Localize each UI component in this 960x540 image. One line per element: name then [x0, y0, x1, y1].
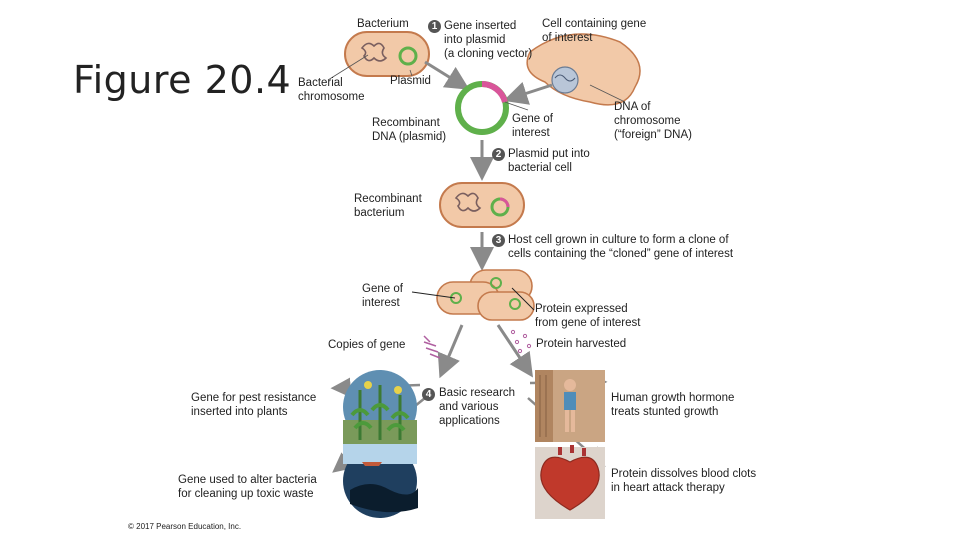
label-bacterial-chromosome: Bacterial chromosome: [298, 77, 365, 103]
label-recombinant-dna: Recombinant DNA (plasmid): [372, 117, 447, 143]
protein-dots-icon: [510, 329, 532, 354]
clone-cells: [436, 269, 535, 321]
label-alter-bacteria: Gene used to alter bacteria for cleaning…: [178, 474, 317, 500]
step-2-group: 2: [492, 146, 508, 161]
arrow-to-plasmid: [424, 60, 470, 90]
plasmid-pointer: [409, 69, 413, 77]
step-3-badge: 3: [492, 234, 505, 247]
growth-hormone-image: [535, 370, 605, 442]
label-recombinant-bacterium: Recombinant bacterium: [354, 193, 422, 219]
arrow-to-copies: [437, 324, 464, 379]
step-1-badge: 1: [428, 20, 441, 33]
step-3-group: 3: [492, 232, 508, 247]
step-4-group: 4: [422, 386, 438, 401]
label-dna-of-chromosome: DNA of chromosome (“foreign” DNA): [614, 101, 692, 141]
label-basic-research: Basic research and various applications: [439, 387, 516, 427]
chromosome-pointer: [327, 54, 369, 81]
label-gene-of-interest-2: Gene of interest: [362, 283, 403, 309]
arrow-from-donor: [503, 81, 553, 105]
label-pest-resistance: Gene for pest resistance inserted into p…: [191, 392, 317, 418]
label-blood-clots: Protein dissolves blood clots in heart a…: [611, 468, 757, 494]
heart-image: [535, 445, 605, 519]
arrow-to-protein: [496, 324, 533, 378]
donor-cell: [526, 33, 641, 106]
label-protein-harvested: Protein harvested: [536, 338, 627, 350]
top-bacterium: [344, 31, 430, 77]
step-2-badge: 2: [492, 148, 505, 161]
label-growth-hormone: Human growth hormone treats stunted grow…: [611, 392, 735, 418]
recombinant-plasmid: [455, 81, 509, 135]
copyright-notice: © 2017 Pearson Education, Inc.: [128, 522, 242, 531]
gene-copies-icon: [423, 335, 441, 359]
label-copies-of-gene: Copies of gene: [328, 339, 406, 351]
step-1-group: 1: [428, 18, 444, 33]
label-protein-expressed: Protein expressed from gene of interest: [535, 303, 641, 329]
label-bacterium: Bacterium: [357, 18, 409, 30]
step-4-badge: 4: [422, 388, 435, 401]
oil-cleanup-image: [343, 444, 418, 518]
label-host-cell-grown: Host cell grown in culture to form a clo…: [508, 234, 734, 260]
label-plasmid-put-into: Plasmid put into bacterial cell: [508, 148, 590, 174]
figure-title: Figure 20.4: [73, 58, 292, 102]
dna-pointer: [589, 84, 626, 103]
recombinant-bacterium: [439, 182, 525, 228]
label-plasmid: Plasmid: [390, 75, 431, 87]
pest-resistant-plants-image: [343, 370, 417, 444]
label-gene-of-interest-1: Gene of interest: [512, 113, 553, 139]
label-gene-inserted: Gene inserted into plasmid (a cloning ve…: [444, 20, 533, 60]
label-cell-containing-gene: Cell containing gene of interest: [542, 18, 647, 44]
